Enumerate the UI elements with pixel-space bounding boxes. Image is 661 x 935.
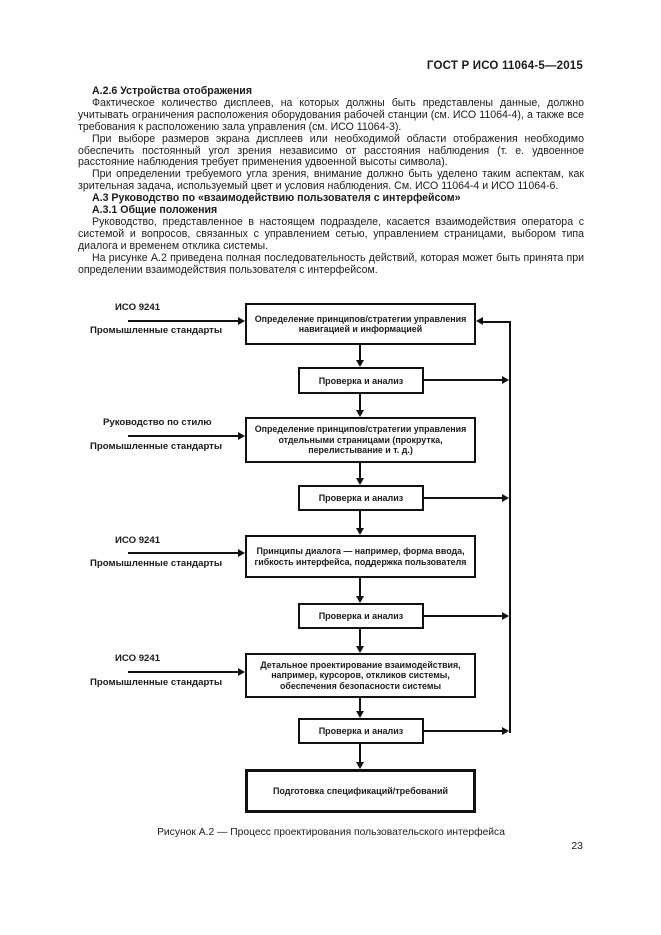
heading-a3: А.3 Руководство по «взаимодействию польз…: [92, 192, 461, 205]
arrow-down-icon: [356, 596, 364, 603]
heading-a26: А.2.6 Устройства отображения: [92, 85, 252, 97]
feedback-line: [483, 321, 511, 323]
paragraph: Руководство, представленное в настоящем …: [78, 215, 584, 252]
side-label: Руководство по стилю: [103, 417, 212, 428]
flow-line: [359, 578, 361, 597]
flow-line: [359, 744, 361, 763]
side-label: Промышленные стандарты: [90, 441, 223, 452]
arrow-down-icon: [356, 762, 364, 769]
body-text: А.2.6 Устройства отображения Фактическое…: [78, 85, 584, 277]
process-box: Определение принципов/стратегии управлен…: [245, 303, 476, 345]
side-label: Промышленные стандарты: [90, 677, 223, 688]
arrow-down-icon: [356, 711, 364, 718]
process-box: Принципы диалога — например, форма ввода…: [245, 535, 476, 578]
paragraph: При выборе размеров экрана дисплеев или …: [78, 132, 584, 169]
arrow-right-icon: [238, 549, 245, 557]
arrow-down-icon: [356, 528, 364, 535]
feedback-line: [424, 497, 503, 499]
feedback-line: [509, 321, 511, 733]
arrow-right-icon: [238, 432, 245, 440]
side-label: ИСО 9241: [115, 302, 161, 313]
paragraph: На рисунке А.2 приведена полная последов…: [78, 251, 584, 276]
arrow-right-icon: [502, 494, 509, 502]
paragraph: Фактическое количество дисплеев, на кото…: [78, 96, 584, 133]
arrow-left-icon: [476, 317, 483, 325]
feedback-line: [424, 379, 503, 381]
side-label: ИСО 9241: [115, 653, 161, 664]
input-arrow-line: [128, 671, 240, 673]
flow-line: [359, 511, 361, 529]
check-box: Проверка и анализ: [298, 718, 424, 744]
side-label: Промышленные стандарты: [90, 558, 223, 569]
arrow-right-icon: [238, 668, 245, 676]
feedback-line: [424, 615, 503, 617]
flow-line: [359, 394, 361, 411]
side-label: ИСО 9241: [115, 535, 161, 546]
heading-a31: А.3.1 Общие положения: [92, 204, 218, 217]
arrow-right-icon: [502, 727, 509, 735]
flow-line: [359, 629, 361, 647]
check-box: Проверка и анализ: [298, 367, 424, 394]
side-label: Промышленные стандарты: [90, 325, 223, 336]
figure-caption: Рисунок А.2 — Процесс проектирования пол…: [157, 827, 505, 838]
page-number: 23: [571, 840, 583, 852]
arrow-right-icon: [238, 317, 245, 325]
arrow-down-icon: [356, 646, 364, 653]
arrow-down-icon: [356, 360, 364, 367]
document-header: ГОСТ Р ИСО 11064-5—2015: [426, 60, 583, 72]
process-box: Определение принципов/стратегии управлен…: [245, 417, 476, 463]
arrow-right-icon: [502, 612, 509, 620]
flow-line: [359, 345, 361, 361]
process-box: Детальное проектирование взаимодействия,…: [245, 653, 476, 698]
flow-line: [359, 698, 361, 712]
arrow-down-icon: [356, 410, 364, 417]
final-box: Подготовка спецификаций/требований: [245, 769, 476, 813]
arrow-right-icon: [502, 376, 509, 384]
input-arrow-line: [128, 435, 240, 437]
paragraph: При определении требуемого угла зрения, …: [78, 168, 584, 193]
check-box: Проверка и анализ: [298, 485, 424, 511]
arrow-down-icon: [356, 478, 364, 485]
flow-line: [359, 463, 361, 479]
input-arrow-line: [128, 320, 240, 322]
input-arrow-line: [128, 552, 240, 554]
check-box: Проверка и анализ: [298, 603, 424, 629]
feedback-line: [424, 730, 503, 732]
